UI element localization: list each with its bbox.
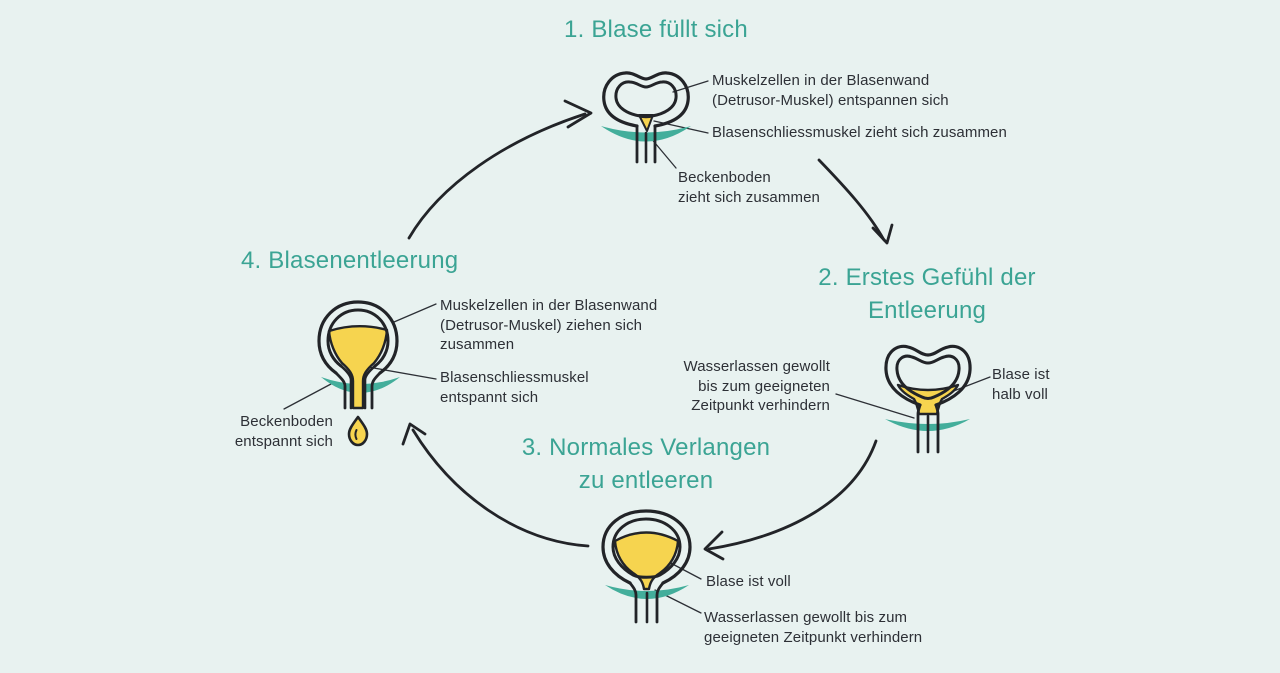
urethra-outer-wall-right xyxy=(370,371,382,410)
urethra-wall-left xyxy=(628,581,638,624)
step1-label-detrusor: Muskelzellen in der Blasenwand (Detrusor… xyxy=(712,72,949,109)
step2-label-half-full: Blase ist halb voll xyxy=(992,366,1050,403)
urine-drop-icon xyxy=(347,415,369,447)
leader-step4-pelvic-floor xyxy=(283,383,332,410)
leader-step4-sphincter xyxy=(367,366,437,380)
leader-step2-prevent xyxy=(835,393,915,419)
urine-flow-fill xyxy=(327,325,389,410)
bladder-half-full-illustration xyxy=(884,344,972,454)
arrowhead-step3-to-step4-icon xyxy=(401,422,427,446)
cycle-arrows xyxy=(401,99,894,561)
step3-label-prevent-urination: Wasserlassen gewollt bis zum geeigneten … xyxy=(704,609,923,646)
bladder-outer-wall xyxy=(884,344,972,407)
step2-label-prevent-urination: Wasserlassen gewollt bis zum geeigneten … xyxy=(683,358,830,414)
arrow-step1-to-step2 xyxy=(817,158,886,242)
leader-step4-detrusor xyxy=(393,303,437,323)
urine-drop-highlight xyxy=(354,429,358,440)
arrowhead-step4-to-step1-icon xyxy=(563,99,593,129)
step4-title: 4. Blasenentleerung xyxy=(241,247,459,274)
leader-step2-half-full xyxy=(950,376,991,393)
step3-label-full: Blase ist voll xyxy=(706,573,791,590)
arrow-step3-to-step4 xyxy=(411,428,590,548)
leader-step1-detrusor xyxy=(672,80,709,93)
urethra-inner-wall-left xyxy=(339,364,353,410)
step4-label-sphincter: Blasenschliessmuskel entspannt sich xyxy=(440,369,589,406)
step4-label-detrusor: Muskelzellen in der Blasenwand (Detrusor… xyxy=(440,297,658,353)
arrowhead-step1-to-step2-icon xyxy=(871,223,894,245)
bladder-inner-wall xyxy=(611,517,682,579)
bladder-inner-wall xyxy=(326,308,390,368)
bladder-outer-wall xyxy=(317,300,399,375)
bladder-inner-wall xyxy=(614,80,678,119)
step1-title: 1. Blase füllt sich xyxy=(564,16,748,43)
step3-title: 3. Normales Verlangen zu entleeren xyxy=(521,434,771,494)
urethra-inner-wall-right xyxy=(363,364,377,410)
urine-full-fill xyxy=(613,531,680,591)
urethra-outer-wall-left xyxy=(334,371,347,410)
bladder-empty-illustration xyxy=(601,71,691,164)
step1-label-sphincter: Blasenschliessmuskel zieht sich zusammen xyxy=(712,124,1007,141)
step4-label-pelvic-floor: Beckenboden entspannt sich xyxy=(234,413,333,450)
arrow-step2-to-step3 xyxy=(707,439,878,551)
bladder-full-illustration xyxy=(601,509,692,624)
step2-title: 2. Erstes Gefühl der Entleerung xyxy=(818,264,1036,324)
bladder-outer-wall xyxy=(602,71,690,128)
urethra-wall-right xyxy=(655,581,665,624)
bladder-emptying-illustration xyxy=(317,300,400,447)
step1-label-pelvic-floor: Beckenboden zieht sich zusammen xyxy=(678,169,820,206)
bladder-inner-wall xyxy=(895,354,961,400)
urethra-wall-right xyxy=(934,403,940,454)
arrow-step4-to-step1 xyxy=(407,112,587,240)
urine-wedge xyxy=(638,114,654,132)
bladder-outer-wall xyxy=(601,509,692,585)
arrowhead-step2-to-step3-icon xyxy=(703,530,725,561)
urethra-wall-left xyxy=(916,403,922,454)
